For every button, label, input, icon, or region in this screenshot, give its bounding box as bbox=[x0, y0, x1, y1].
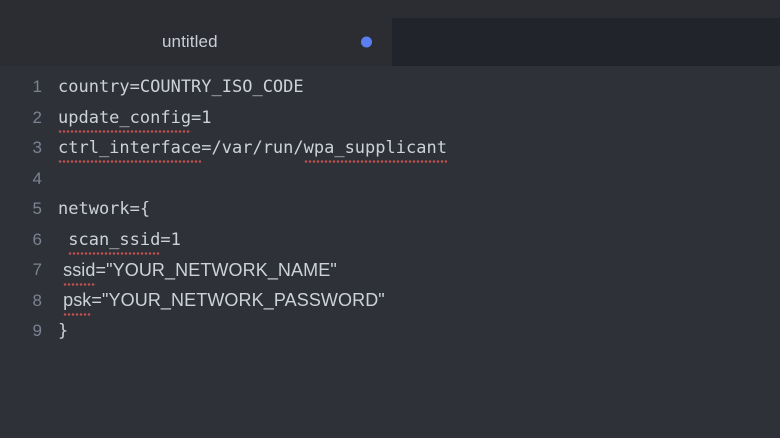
line-text: ctrl_interface=/var/run/wpa_supplicant bbox=[58, 138, 447, 164]
code-line[interactable]: 3 ctrl_interface=/var/run/wpa_supplicant bbox=[0, 133, 780, 164]
line-number: 6 bbox=[32, 229, 42, 249]
line-text: network={ bbox=[58, 199, 151, 220]
line-number: 4 bbox=[32, 168, 42, 188]
tab-bar: untitled bbox=[0, 18, 780, 67]
code-line[interactable]: 1 country=COUNTRY_ISO_CODE bbox=[0, 72, 780, 103]
tab-bar-empty-area[interactable] bbox=[392, 18, 780, 67]
line-text: country=COUNTRY_ISO_CODE bbox=[58, 77, 304, 98]
line-text: scan_ssid=1 bbox=[58, 230, 181, 255]
line-number: 2 bbox=[32, 107, 42, 127]
line-number: 8 bbox=[32, 290, 42, 310]
code-line[interactable]: 8 psk="YOUR_NETWORK_PASSWORD" bbox=[0, 286, 780, 317]
code-line[interactable]: 2 update_config=1 bbox=[0, 103, 780, 134]
line-text: ssid="YOUR_NETWORK_NAME" bbox=[58, 260, 337, 286]
line-number: 3 bbox=[32, 138, 42, 158]
tab-untitled[interactable]: untitled bbox=[0, 18, 392, 66]
line-number: 5 bbox=[32, 199, 42, 219]
unsaved-changes-dot-icon[interactable] bbox=[361, 36, 372, 48]
line-number: 9 bbox=[32, 321, 42, 341]
code-line[interactable]: 5 network={ bbox=[0, 194, 780, 225]
line-text: } bbox=[58, 321, 69, 342]
line-text: update_config=1 bbox=[58, 108, 212, 133]
code-lines: 1 country=COUNTRY_ISO_CODE 2 update_config=… bbox=[0, 66, 780, 347]
code-editor[interactable]: 1 country=COUNTRY_ISO_CODE 2 update_config=… bbox=[0, 66, 780, 438]
code-line[interactable]: 7 ssid="YOUR_NETWORK_NAME" bbox=[0, 255, 780, 286]
line-number: 1 bbox=[32, 77, 42, 97]
line-text: psk="YOUR_NETWORK_PASSWORD" bbox=[58, 290, 385, 317]
code-line[interactable]: 6 scan_ssid=1 bbox=[0, 225, 780, 256]
title-bar bbox=[0, 0, 780, 18]
line-number: 7 bbox=[32, 260, 42, 280]
code-line[interactable]: 9} bbox=[0, 316, 780, 347]
code-line[interactable]: 4 bbox=[0, 164, 780, 195]
tab-label: untitled bbox=[162, 32, 218, 51]
